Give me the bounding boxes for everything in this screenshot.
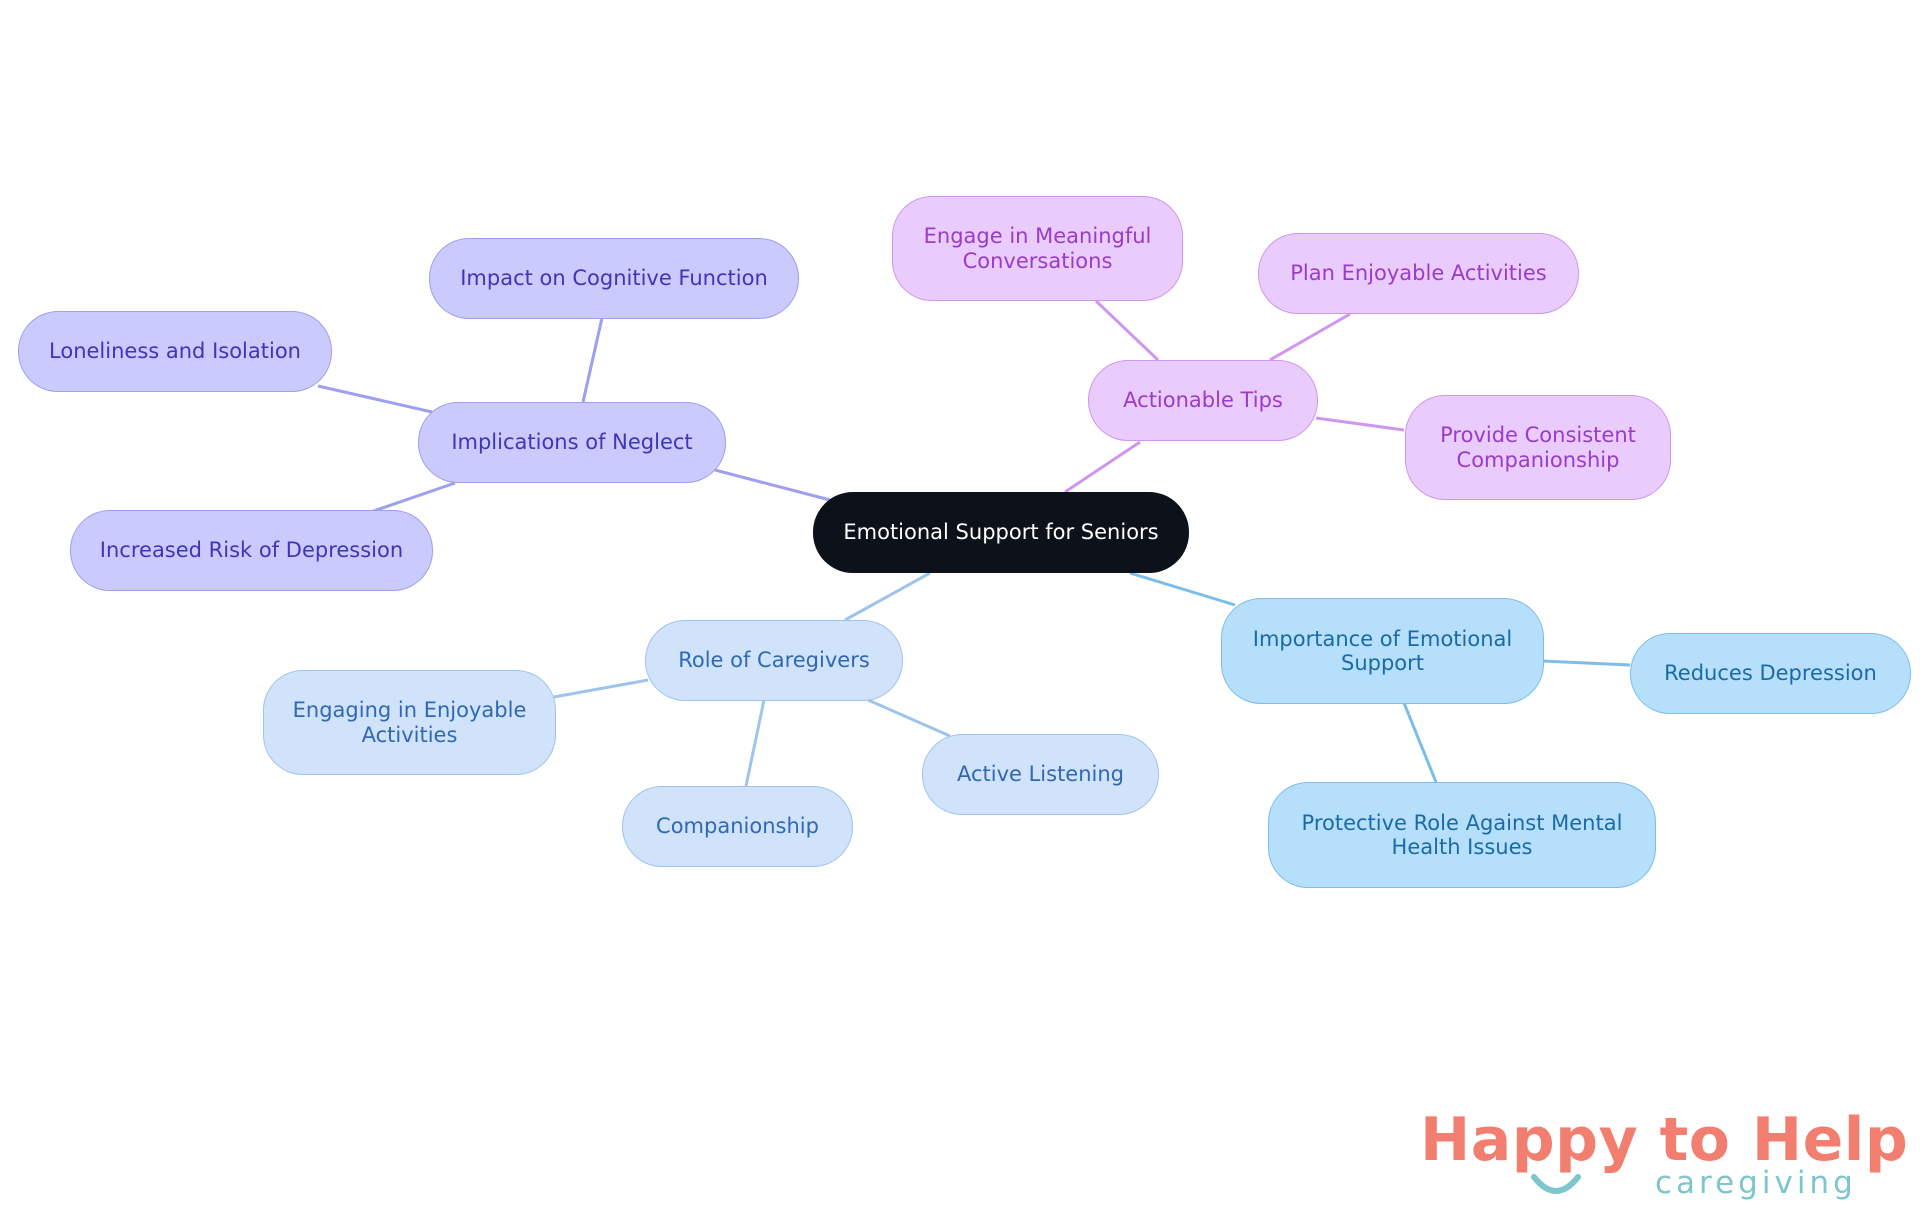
- edge-root-tips: [1064, 440, 1141, 494]
- node-implications-of-neglect[interactable]: Implications of Neglect: [418, 402, 726, 483]
- node-loneliness-and-isolation[interactable]: Loneliness and Isolation: [18, 311, 332, 392]
- node-reduces-depression[interactable]: Reduces Depression: [1630, 633, 1911, 714]
- edge-root-role: [844, 571, 931, 622]
- node-engaging-in-enjoyable-activities[interactable]: Engaging in Enjoyable Activities: [263, 670, 556, 775]
- edge-neglect-loneliness: [317, 384, 433, 414]
- node-protective-role-against-mental-health-issues[interactable]: Protective Role Against Mental Health Is…: [1268, 782, 1656, 888]
- edge-importance-protective: [1402, 702, 1438, 783]
- node-impact-on-cognitive-function[interactable]: Impact on Cognitive Function: [429, 238, 799, 319]
- node-role-of-caregivers[interactable]: Role of Caregivers: [645, 620, 903, 701]
- edge-importance-reduces: [1541, 659, 1631, 667]
- edge-tips-activities: [1269, 312, 1351, 362]
- edge-root-importance: [1129, 571, 1236, 607]
- edge-role-companionship: [744, 699, 766, 787]
- node-actionable-tips[interactable]: Actionable Tips: [1088, 360, 1318, 441]
- node-engage-in-meaningful-conversations[interactable]: Engage in Meaningful Conversations: [892, 196, 1183, 301]
- edge-tips-companionship: [1315, 416, 1405, 432]
- node-companionship[interactable]: Companionship: [622, 786, 853, 867]
- happy-to-help-logo: Happy to Help caregiving: [1420, 1105, 1908, 1205]
- edge-neglect-cognitive: [581, 317, 604, 403]
- root-node[interactable]: Emotional Support for Seniors: [813, 492, 1189, 573]
- edge-tips-conversations: [1094, 299, 1160, 362]
- node-provide-consistent-companionship[interactable]: Provide Consistent Companionship: [1405, 395, 1671, 500]
- node-importance-of-emotional-support[interactable]: Importance of Emotional Support: [1221, 598, 1544, 704]
- node-increased-risk-of-depression[interactable]: Increased Risk of Depression: [70, 510, 433, 591]
- node-active-listening[interactable]: Active Listening: [922, 734, 1159, 815]
- logo-subtitle: caregiving: [1655, 1165, 1857, 1201]
- edge-role-engaging: [553, 678, 649, 699]
- edge-neglect-depression: [364, 481, 456, 516]
- edge-role-listening: [867, 698, 951, 738]
- smile-icon: [1531, 1174, 1581, 1194]
- edge-root-neglect: [714, 468, 831, 502]
- logo-title: Happy to Help: [1420, 1105, 1909, 1175]
- node-plan-enjoyable-activities[interactable]: Plan Enjoyable Activities: [1258, 233, 1579, 314]
